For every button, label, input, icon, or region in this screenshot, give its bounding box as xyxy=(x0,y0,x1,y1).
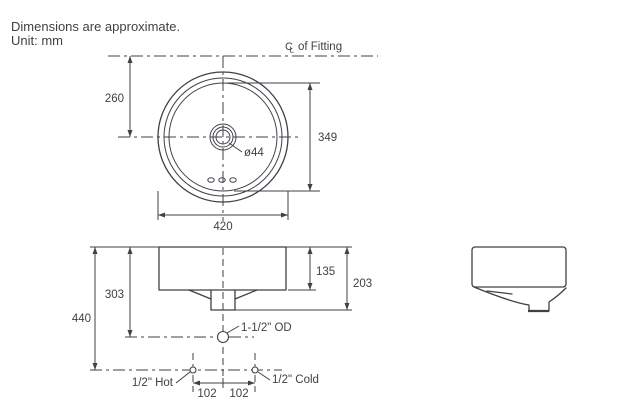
drain-diameter-label: ø44 xyxy=(244,147,264,159)
dim-arrow xyxy=(158,212,165,218)
centerline-symbol-icon: C L xyxy=(285,41,295,55)
plan-view: C L of Fitting ø44 260 xyxy=(105,41,378,233)
overflow-hole xyxy=(229,177,237,183)
note-unit: Unit: mm xyxy=(11,33,63,48)
side-view xyxy=(471,246,567,313)
dim-arrow xyxy=(307,184,313,191)
bowl-taper-right xyxy=(234,289,258,300)
dim-440: 440 xyxy=(72,247,98,370)
leader-line xyxy=(228,142,243,153)
note-approximate: Dimensions are approximate. xyxy=(11,19,180,34)
hot-supply-label: 1/2" Hot xyxy=(132,377,174,389)
dim-arrow xyxy=(127,130,133,137)
front-view: 440 303 135 203 1-1/2" OD xyxy=(72,246,372,400)
drain-outlet-label: 1-1/2" OD xyxy=(241,322,292,334)
overflow-hole xyxy=(218,177,226,183)
dim-349: 349 xyxy=(227,82,337,192)
basin-body-side xyxy=(471,246,567,288)
dim-text-260: 260 xyxy=(105,93,124,105)
dim-303: 303 xyxy=(105,247,133,337)
dim-102-102: 102 102 xyxy=(193,378,255,400)
svg-text:C: C xyxy=(285,41,293,53)
dim-arrow xyxy=(127,56,133,63)
dim-text-102-left: 102 xyxy=(197,388,216,400)
bowl-lip-line xyxy=(486,290,513,295)
dim-arrow xyxy=(307,283,313,290)
dim-arrow xyxy=(344,247,350,254)
drain-flange-outer-circle xyxy=(209,123,237,151)
dim-text-349: 349 xyxy=(318,132,337,144)
dim-arrow xyxy=(193,380,200,386)
dim-arrow xyxy=(127,247,133,254)
drawing-notes: Dimensions are approximate. Unit: mm xyxy=(11,19,180,48)
bowl-taper-left xyxy=(188,289,212,300)
drain-diameter-callout: ø44 xyxy=(228,142,264,159)
dim-text-420: 420 xyxy=(213,221,232,233)
dim-text-203: 203 xyxy=(353,278,372,290)
dim-text-135: 135 xyxy=(316,266,335,278)
dim-text-303: 303 xyxy=(105,289,124,301)
dim-text-440: 440 xyxy=(72,313,91,325)
cold-supply-label: 1/2" Cold xyxy=(272,374,319,386)
dim-arrow xyxy=(307,83,313,90)
centerline-label: of Fitting xyxy=(298,41,342,53)
dim-arrow xyxy=(92,363,98,370)
dim-420: 420 xyxy=(157,191,289,233)
drain-outlet-circle xyxy=(216,330,230,344)
drain-hole-circle xyxy=(215,129,231,145)
basin-body-front xyxy=(158,246,287,291)
leader-line xyxy=(257,371,271,381)
hot-supply-circle xyxy=(189,366,197,374)
dim-text-102-right: 102 xyxy=(229,388,248,400)
drain-outlet-callout: 1-1/2" OD xyxy=(226,322,292,334)
dim-arrow xyxy=(281,212,288,218)
cold-supply-callout: 1/2" Cold xyxy=(257,371,319,386)
dim-203: 203 xyxy=(344,247,372,310)
leader-line xyxy=(175,371,191,384)
hot-supply-callout: 1/2" Hot xyxy=(132,371,191,389)
cold-supply-circle xyxy=(251,366,259,374)
overflow-hole xyxy=(207,177,215,183)
dim-arrow xyxy=(307,247,313,254)
drain-flange-middle-circle xyxy=(212,126,234,148)
dim-arrow xyxy=(248,380,255,386)
overflow-holes xyxy=(207,177,237,183)
svg-text:L: L xyxy=(290,46,295,55)
dim-arrow xyxy=(127,330,133,337)
dim-arrow xyxy=(92,247,98,254)
dim-260: 260 xyxy=(105,56,133,137)
dim-135: 135 xyxy=(307,247,335,290)
leader-line xyxy=(226,325,240,334)
dim-arrow xyxy=(344,303,350,310)
